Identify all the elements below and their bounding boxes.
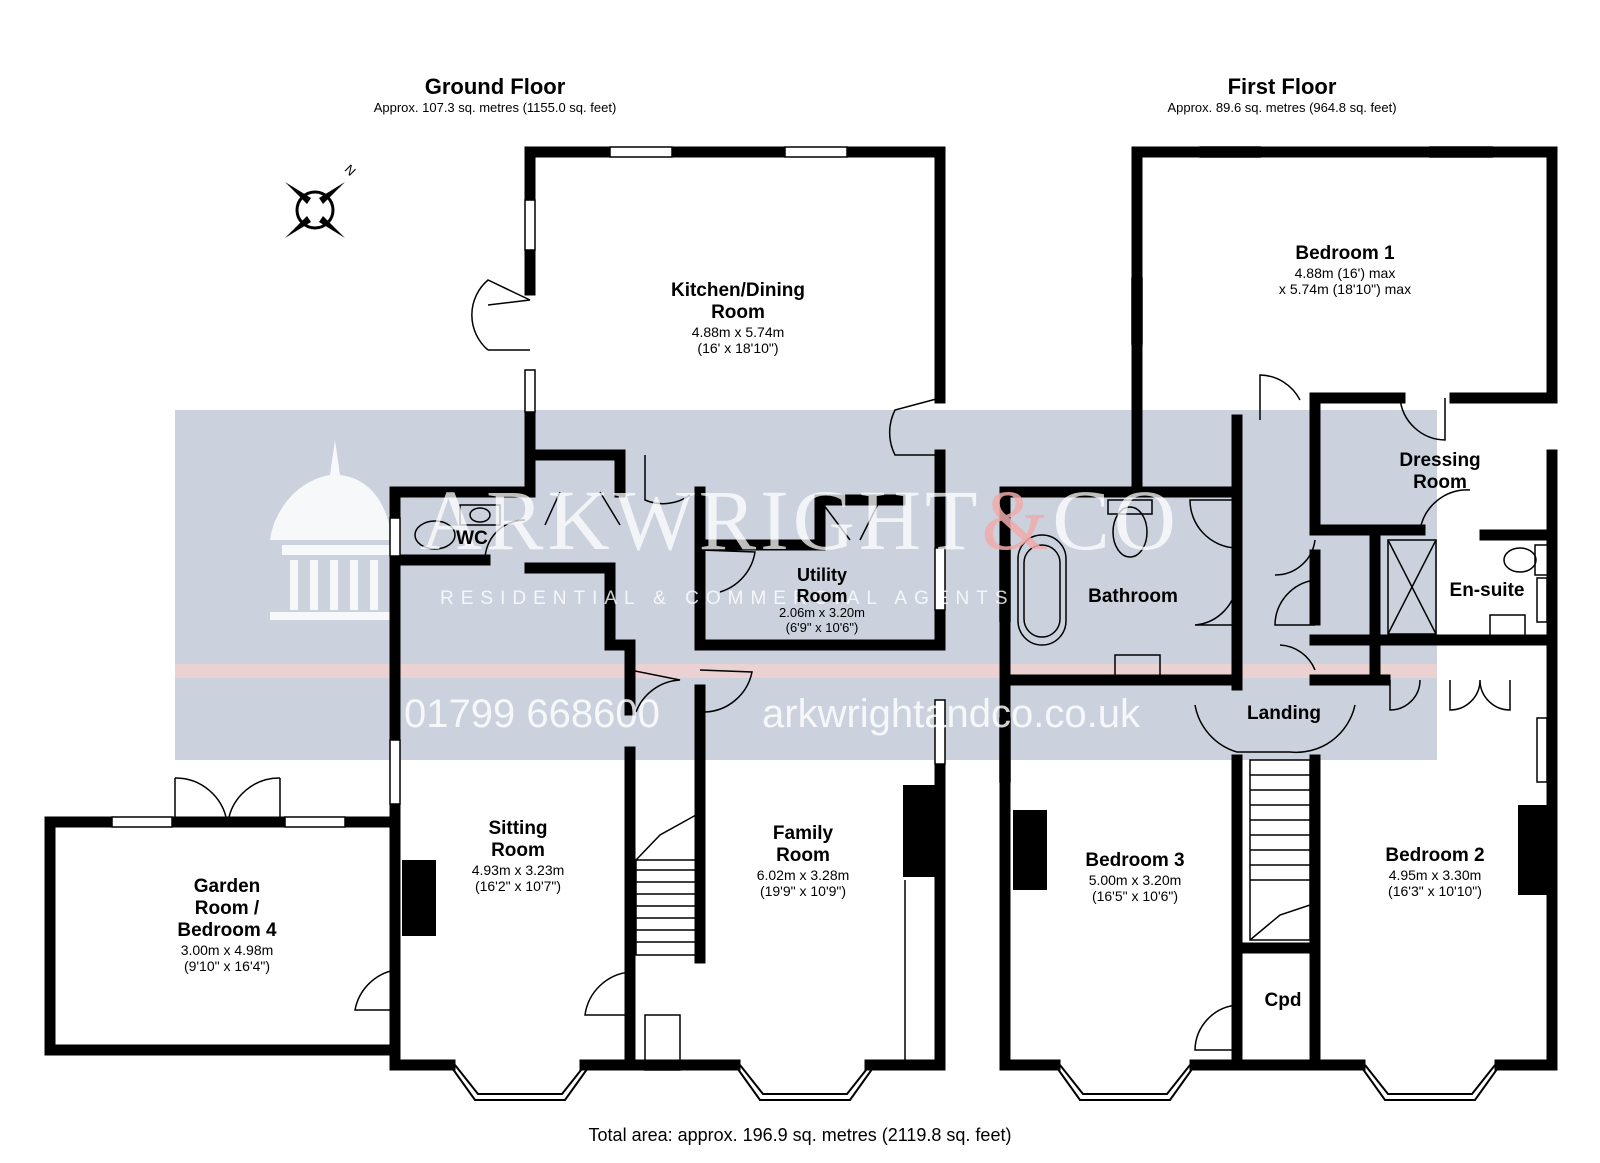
watermark-website: arkwrightandco.co.uk <box>762 692 1140 736</box>
ground-floor-header: Ground Floor Approx. 107.3 sq. metres (1… <box>374 74 617 115</box>
room-label-bedroom-3: Bedroom 3 5.00m x 3.20m (16'5" x 10'6") <box>1085 850 1185 904</box>
first-floor-header: First Floor Approx. 89.6 sq. metres (964… <box>1167 74 1396 115</box>
bathroom-fixtures <box>414 499 1550 1060</box>
room-label-utility: Utility Room 2.06m x 3.20m (6'9" x 10'6"… <box>779 565 865 636</box>
room-label-kitchen: Kitchen/Dining Room 4.88m x 5.74m (16' x… <box>670 280 806 356</box>
chimney-breast <box>903 785 935 877</box>
watermark-company-name: ARKWRIGHT&CO <box>420 472 1180 568</box>
ground-floor-title: Ground Floor <box>424 74 566 99</box>
room-label-bathroom: Bathroom <box>1088 586 1178 607</box>
watermark-stripe <box>175 664 1437 678</box>
first-floor-area: Approx. 89.6 sq. metres (964.8 sq. feet) <box>1167 100 1397 115</box>
ground-floor-area: Approx. 107.3 sq. metres (1155.0 sq. fee… <box>373 100 617 115</box>
room-label-ensuite: En-suite <box>1449 580 1525 601</box>
first-floor-walls <box>999 146 1558 1071</box>
room-label-wc: WC <box>456 528 488 549</box>
bay-windows <box>449 1064 1501 1101</box>
first-floor-title: First Floor <box>1227 74 1337 99</box>
compass-icon <box>285 182 345 238</box>
room-label-bedroom-2: Bedroom 2 4.95m x 3.30m (16'3" x 10'10") <box>1385 845 1485 899</box>
room-label-family: Family Room 6.02m x 3.28m (19'9" x 10'9"… <box>756 823 850 899</box>
watermark-logo <box>270 440 400 620</box>
room-label-bedroom-1: Bedroom 1 4.88m (16') max x 5.74m (18'10… <box>1278 243 1412 297</box>
room-label-landing: Landing <box>1247 703 1321 724</box>
room-label-garden: Garden Room / Bedroom 4 3.00m x 4.98m (9… <box>177 876 277 974</box>
watermark-banner <box>175 410 1437 760</box>
total-area-caption: Total area: approx. 196.9 sq. metres (21… <box>588 1125 1012 1145</box>
room-label-cupboard: Cpd <box>1264 990 1302 1011</box>
door-swings <box>174 279 1511 1071</box>
compass-north-label: N <box>342 162 359 179</box>
staircase <box>635 759 1311 956</box>
watermark-phone: 01799 668600 <box>404 692 660 736</box>
room-label-sitting: Sitting Room 4.93m x 3.23m (16'2" x 10'7… <box>471 818 565 894</box>
room-label-dressing: Dressing Room <box>1399 450 1481 493</box>
chimney-breast <box>402 860 436 936</box>
watermark-tagline: RESIDENTIAL & COMMERCIAL AGENTS <box>440 588 1015 609</box>
chimney-breast <box>1013 810 1047 890</box>
chimney-breast <box>1518 805 1552 895</box>
